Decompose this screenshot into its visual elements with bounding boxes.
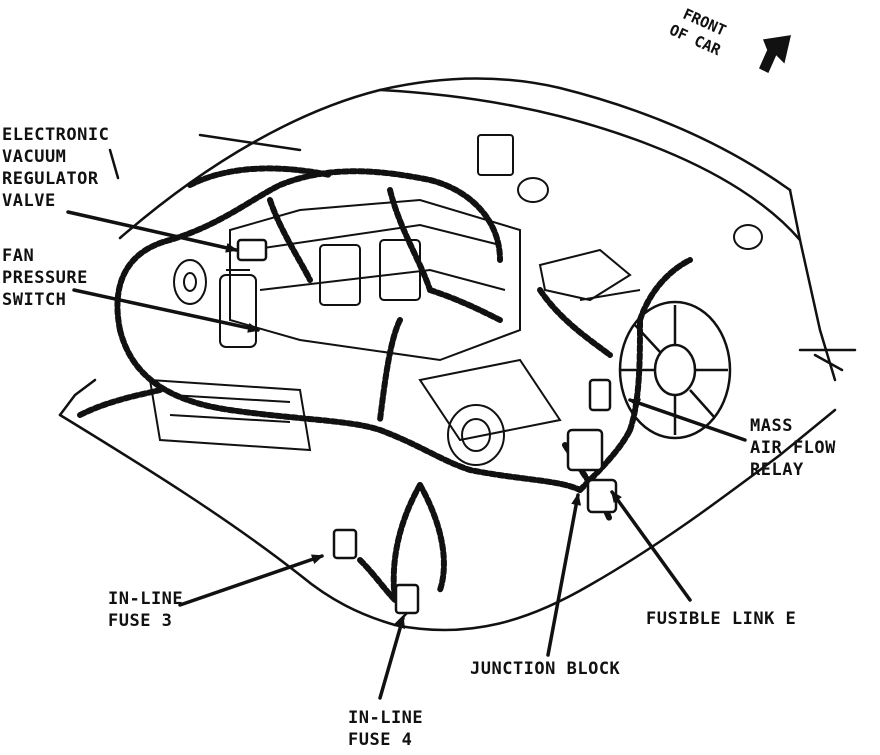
maf-relay-label: MASS AIR FLOW RELAY <box>750 416 836 480</box>
arrow-fan-switch <box>72 288 260 333</box>
radiator-fan <box>618 300 732 440</box>
junction-block-label: JUNCTION BLOCK <box>470 659 621 679</box>
wiring-harness <box>77 165 693 603</box>
fan-pressure-switch-label: FAN PRESSURE SWITCH <box>2 246 88 310</box>
front-of-car-arrow-icon <box>759 35 791 74</box>
evr-valve-label: ELECTRONIC VACUUM REGULATOR VALVE <box>2 125 110 211</box>
inline-fuse4-label: IN-LINE FUSE 4 <box>348 708 424 750</box>
arrow-maf-relay <box>628 398 747 442</box>
fusible-link-label: FUSIBLE LINK E <box>646 609 797 629</box>
connectors <box>236 238 618 615</box>
inline-fuse3-label: IN-LINE FUSE 3 <box>108 589 184 631</box>
arrow-fuse3 <box>178 554 324 607</box>
arrow-fuse4 <box>378 616 406 700</box>
callout-arrows <box>66 210 747 700</box>
arrow-fusible-link <box>610 490 692 602</box>
engine-block <box>148 134 763 466</box>
arrow-evr-valve <box>66 210 238 253</box>
arrow-junction-block <box>546 493 582 657</box>
